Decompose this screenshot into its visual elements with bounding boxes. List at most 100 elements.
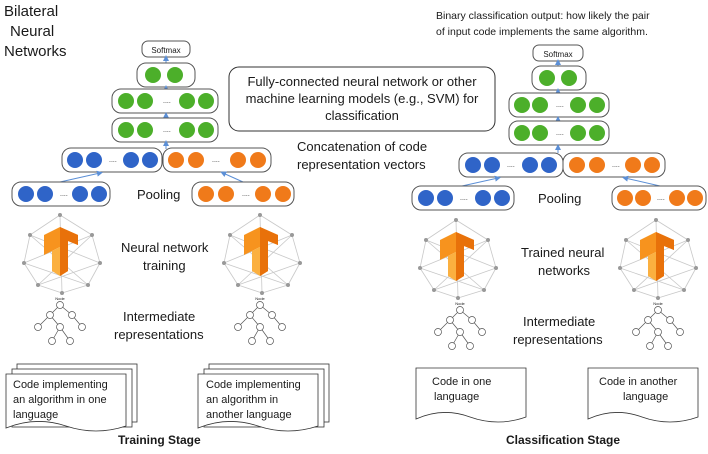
- ellipsis: ....: [556, 102, 564, 109]
- training-stage: Softmax .... ....: [5, 40, 330, 447]
- blue-neuron: [437, 190, 453, 206]
- green-neuron: [532, 97, 548, 113]
- title-line-3: Networks: [4, 43, 67, 60]
- classification-pooling-label: Pooling: [538, 191, 581, 206]
- blue-neuron: [418, 190, 434, 206]
- training-doc-right-line-3: another language: [206, 409, 292, 421]
- orange-neuron: [198, 186, 214, 202]
- green-neuron: [570, 97, 586, 113]
- orange-neuron: [589, 157, 605, 173]
- orange-neuron: [625, 157, 641, 173]
- classification-hidden-layer-1: ....: [508, 92, 610, 118]
- title-line-2: Neural: [10, 23, 54, 40]
- classification-ir-label-line-1: Intermediate: [523, 314, 595, 329]
- training-ir-label-line-2: representations: [114, 327, 204, 342]
- training-concatenated-vector: .... ....: [61, 147, 272, 173]
- training-doc-right-line-1: Code implementing: [206, 379, 301, 391]
- intermediate-representation-tree-icon: Node: [34, 296, 86, 345]
- classification-ir-label-line-2: representations: [513, 332, 603, 347]
- green-neuron: [137, 93, 153, 109]
- tensorflow-network-icon: [618, 218, 698, 300]
- training-code-document-left: Code implementing an algorithm in one la…: [5, 363, 138, 432]
- classification-doc-left-line-2: language: [434, 391, 479, 403]
- blue-neuron: [494, 190, 510, 206]
- blue-neuron: [522, 157, 538, 173]
- blue-neuron: [72, 186, 88, 202]
- intermediate-representation-tree-icon: Node: [434, 301, 486, 350]
- orange-neuron: [617, 190, 633, 206]
- training-doc-right-line-2: an algorithm in: [206, 394, 278, 406]
- classification-doc-right-line-1: Code in another: [599, 376, 678, 388]
- classifier-box-line-1: Fully-connected neural network or other: [247, 74, 477, 89]
- ellipsis: ....: [460, 195, 468, 202]
- orange-neuron: [669, 190, 685, 206]
- green-neuron: [532, 125, 548, 141]
- blue-neuron: [142, 152, 158, 168]
- tensorflow-network-icon: [222, 213, 302, 295]
- classification-stage: Softmax .... ....: [411, 44, 707, 447]
- output-note-line-2: of input code implements the same algori…: [436, 26, 648, 38]
- orange-neuron: [275, 186, 291, 202]
- green-neuron: [589, 97, 605, 113]
- blue-neuron: [465, 157, 481, 173]
- classification-code-document-left: Code in one language: [415, 367, 527, 423]
- ellipsis: ....: [556, 130, 564, 137]
- classifier-box-line-2: machine learning models (e.g., SVM) for: [246, 91, 479, 106]
- classification-pooled-vector-left: ....: [411, 185, 515, 211]
- training-pooled-vector-left: ....: [11, 181, 111, 207]
- orange-neuron: [218, 186, 234, 202]
- green-neuron: [137, 122, 153, 138]
- title-line-1: Bilateral: [4, 3, 58, 20]
- tensorflow-network-icon: [22, 213, 102, 295]
- classification-output-layer: [531, 65, 587, 91]
- blue-neuron: [541, 157, 557, 173]
- classification-concatenated-vector: .... ....: [458, 152, 666, 178]
- classification-nn-label-line-2: networks: [538, 263, 591, 278]
- training-nn-label-line-2: training: [143, 258, 186, 273]
- tree-root-label: Node: [455, 301, 465, 306]
- blue-neuron: [475, 190, 491, 206]
- intermediate-representation-tree-icon: Node: [234, 296, 286, 345]
- tree-root-label: Node: [255, 296, 265, 301]
- blue-neuron: [86, 152, 102, 168]
- green-neuron: [179, 122, 195, 138]
- green-neuron: [539, 70, 555, 86]
- training-stage-label: Training Stage: [118, 433, 201, 447]
- classification-doc-right-line-2: language: [623, 391, 668, 403]
- green-neuron: [198, 122, 214, 138]
- orange-neuron: [168, 152, 184, 168]
- training-ir-label-line-1: Intermediate: [123, 309, 195, 324]
- tensorflow-network-icon: [418, 218, 498, 300]
- intermediate-representation-tree-icon: Node: [632, 301, 684, 350]
- green-neuron: [198, 93, 214, 109]
- classification-stage-label: Classification Stage: [506, 433, 620, 447]
- classification-pooled-vector-right: ....: [611, 185, 707, 211]
- orange-neuron: [255, 186, 271, 202]
- blue-neuron: [37, 186, 53, 202]
- training-pooling-label: Pooling: [137, 187, 180, 202]
- green-neuron: [118, 93, 134, 109]
- green-neuron: [514, 125, 530, 141]
- training-doc-left-line-2: an algorithm in one: [13, 394, 107, 406]
- training-hidden-layer-2: ....: [111, 117, 219, 143]
- ellipsis: ....: [507, 162, 515, 169]
- ellipsis: ....: [163, 127, 171, 134]
- orange-neuron: [188, 152, 204, 168]
- ellipsis: ....: [657, 195, 665, 202]
- ellipsis: ....: [109, 157, 117, 164]
- classification-doc-left-line-1: Code in one: [432, 376, 491, 388]
- orange-neuron: [230, 152, 246, 168]
- blue-neuron: [18, 186, 34, 202]
- tree-root-label: Node: [55, 296, 65, 301]
- ellipsis: ....: [60, 191, 68, 198]
- green-neuron: [514, 97, 530, 113]
- ellipsis: ....: [212, 157, 220, 164]
- blue-neuron: [484, 157, 500, 173]
- training-nn-label-line-1: Neural network: [121, 240, 209, 255]
- green-neuron: [570, 125, 586, 141]
- orange-neuron: [250, 152, 266, 168]
- training-output-layer: [136, 62, 196, 88]
- ellipsis: ....: [612, 162, 620, 169]
- green-neuron: [145, 67, 161, 83]
- training-softmax-box: Softmax: [141, 40, 191, 58]
